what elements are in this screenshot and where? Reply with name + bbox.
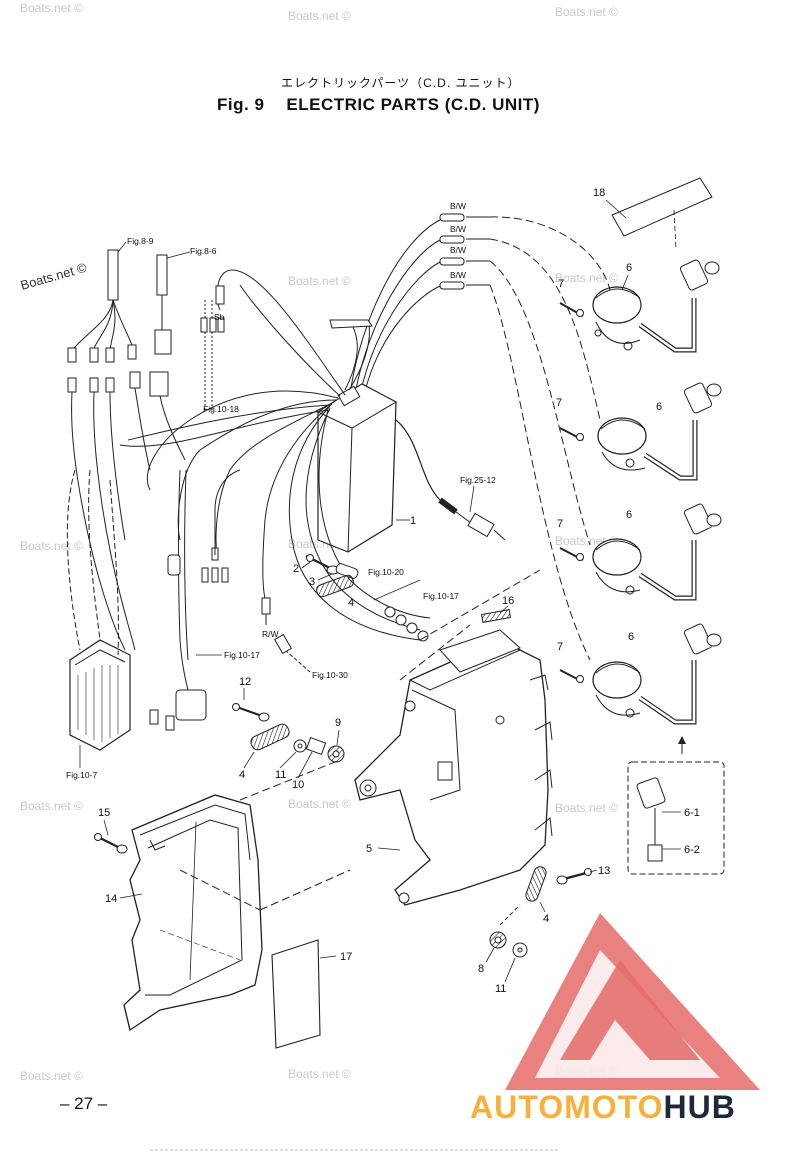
- watermark: Boats.net ©: [555, 271, 618, 285]
- part-number: 1: [410, 515, 416, 527]
- wire-color-label: Sb: [214, 312, 225, 322]
- part-number: 7: [557, 518, 563, 530]
- part-number: 11: [495, 983, 506, 995]
- part-number: 14: [105, 893, 117, 905]
- part-number: 15: [98, 807, 110, 819]
- wire-color-label: B/W: [450, 270, 466, 280]
- watermark: Boats.net ©: [288, 9, 351, 23]
- watermark: Boats.net ©: [20, 1069, 83, 1083]
- part-number: 6: [628, 631, 634, 643]
- part-number: 10: [292, 779, 304, 791]
- wire-color-label: B/W: [450, 224, 466, 234]
- part-18-label-sheet: 18: [593, 177, 713, 251]
- lower-harness: [149, 469, 311, 731]
- watermark: Boats.net ©: [288, 797, 351, 811]
- brand-logo-part1: AUTOMOTO: [470, 1089, 664, 1125]
- part-number: 2: [293, 563, 299, 575]
- watermark: Boats.net ©: [288, 274, 351, 288]
- watermark: Boats.net ©: [555, 5, 618, 19]
- automotohub-logo: [505, 913, 760, 1090]
- cover-plate: 14: [105, 759, 351, 1032]
- part-number: 6: [656, 401, 662, 413]
- figure-title: Fig. 9 ELECTRIC PARTS (C.D. UNIT): [217, 95, 540, 115]
- reference-label: Fig.10-30: [312, 670, 348, 680]
- part-number: 6-2: [684, 844, 700, 856]
- part-number: 17: [340, 951, 352, 963]
- wire-color-label: B/W: [450, 201, 466, 211]
- figure-title-text: ELECTRIC PARTS (C.D. UNIT): [286, 95, 540, 114]
- reference-label: Fig.10-18: [203, 404, 239, 414]
- part-number: 6: [626, 262, 632, 274]
- part-number: 9: [335, 717, 341, 729]
- part-15-bolt: 15: [94, 807, 128, 854]
- page-number: – 27 –: [60, 1094, 108, 1113]
- part-number: 11: [275, 769, 286, 781]
- part-number: 4: [543, 913, 549, 925]
- figure-number: Fig. 9: [217, 95, 265, 114]
- watermark: Boats.net ©: [288, 1067, 351, 1081]
- part-number: 8: [478, 963, 484, 975]
- reference-label: Fig.10-17: [224, 650, 260, 660]
- part-number: 13: [598, 865, 610, 877]
- part-number: 18: [593, 187, 605, 199]
- terminal-cluster: Fig.10-20 Fig.10-17: [368, 567, 459, 642]
- part-number: 16: [502, 595, 514, 607]
- reference-label: Fig.10-17: [423, 591, 459, 601]
- part-number: 3: [309, 576, 315, 588]
- part-number: 6-1: [684, 807, 700, 819]
- cd-bracket: 5: [354, 569, 553, 906]
- part-number: 7: [556, 397, 562, 409]
- ignition-coil-3: 7 6: [557, 503, 722, 601]
- part-number: 7: [558, 278, 564, 290]
- brand-logo-part2: HUB: [663, 1089, 736, 1125]
- reference-label: Fig.10-7: [66, 770, 97, 780]
- part-16-clip: 16: [480, 595, 514, 623]
- ignition-coil-2: 7 6: [556, 382, 722, 481]
- watermark: Boats.net ©: [20, 1, 83, 15]
- part-number: 7: [557, 641, 563, 653]
- rectifier-regulator: Fig.10-7: [66, 469, 131, 780]
- ignition-coil-4: 7 6: [557, 623, 722, 725]
- ignition-coil-1: 7 6: [558, 259, 720, 353]
- part-number: 5: [366, 843, 372, 855]
- plug-cap-detail: 6-1 6-2: [627, 736, 725, 875]
- coil-leads: [349, 213, 611, 661]
- reference-label: Fig.25-12: [460, 475, 496, 485]
- main-harness: [119, 269, 431, 641]
- part-17-sheet: 17: [271, 939, 352, 1049]
- part-number: 4: [348, 597, 354, 609]
- part-number: 12: [239, 676, 251, 688]
- left-connectors: [67, 241, 225, 651]
- part-number: 4: [239, 769, 245, 781]
- wire-color-label: R/W: [262, 629, 279, 639]
- cd-unit: 1: [316, 383, 506, 553]
- watermark: Boats.net ©: [20, 799, 83, 813]
- reference-label: Fig.10-20: [368, 567, 404, 577]
- part-number: 6: [626, 509, 632, 521]
- wire-color-label: B/W: [450, 245, 466, 255]
- watermark: Boats.net ©: [20, 539, 83, 553]
- reference-label: Fig.8-9: [127, 236, 154, 246]
- mount-stack-left: 12 4 11 10 9: [232, 676, 345, 791]
- watermark: Boats.net ©: [555, 801, 618, 815]
- cd-unit-mount-parts: 2 3 4: [293, 554, 359, 609]
- title-japanese: エレクトリックパーツ（C.D. ユニット）: [281, 76, 521, 90]
- reference-label: Fig.8-6: [190, 246, 217, 256]
- brand-logo-text: AUTOMOTOHUB: [470, 1089, 736, 1126]
- mount-stack-right: 13 4 8 11: [478, 865, 610, 995]
- watermark: Boats.net ©: [19, 260, 89, 293]
